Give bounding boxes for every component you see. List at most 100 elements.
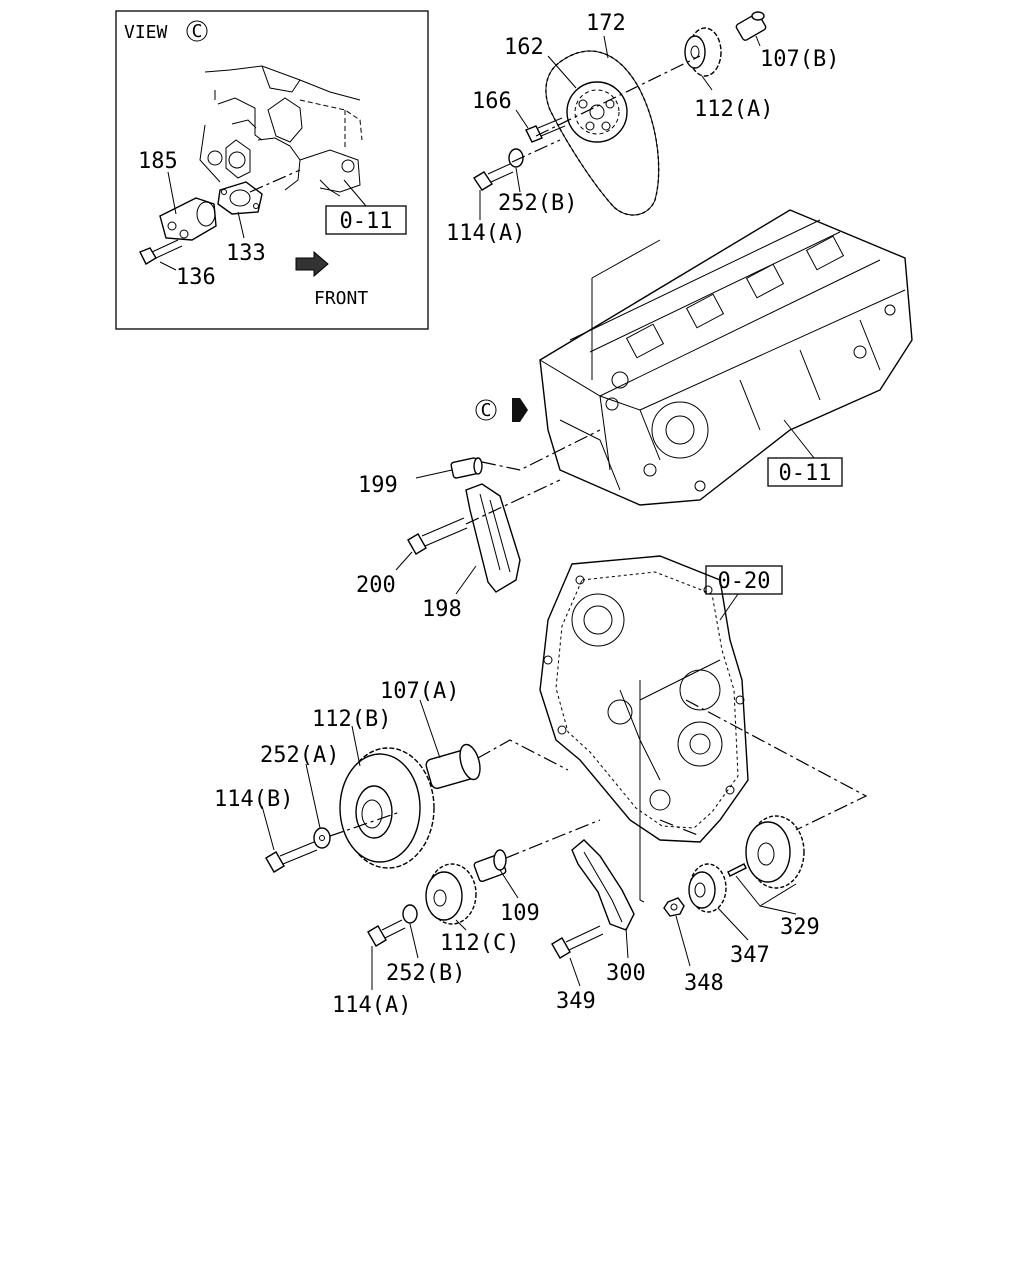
leader-162	[547, 55, 577, 89]
leader-136	[159, 261, 177, 271]
label-300: 300	[606, 961, 646, 986]
bolt-114a-top	[473, 163, 514, 191]
cover-ref-label[interactable]: 0-20	[718, 569, 771, 594]
label-200: 200	[356, 573, 396, 598]
leader-head-ref	[783, 419, 815, 459]
inset-view-circle	[186, 20, 208, 42]
cylinder-head	[539, 209, 913, 506]
leader-172	[603, 35, 609, 59]
bolt-349	[551, 925, 604, 959]
tensioner-shoe-300	[571, 839, 635, 931]
leader-109	[499, 869, 519, 899]
gear-112c	[425, 863, 477, 925]
label-198: 198	[422, 597, 462, 622]
inset-view-letter: C	[192, 21, 203, 42]
label-162: 162	[504, 35, 544, 60]
label-347: 347	[730, 943, 770, 968]
inset-gasket-133	[217, 181, 263, 215]
label-348: 348	[684, 971, 724, 996]
leader-199	[415, 469, 453, 479]
pin-axis-line	[481, 429, 601, 471]
label-252a: 252(A)	[260, 743, 339, 768]
label-252b-bot: 252(B)	[386, 961, 465, 986]
label-172: 172	[586, 11, 626, 36]
pin-199	[450, 457, 483, 479]
head-ref-box[interactable]	[767, 457, 843, 487]
leader-185	[167, 171, 177, 215]
label-107a: 107(A)	[380, 679, 459, 704]
label-329: 329	[780, 915, 820, 940]
bolt-200	[407, 517, 468, 555]
bolt-114b	[265, 841, 318, 873]
head-ref-label[interactable]: 0-11	[779, 461, 832, 486]
sprocket-162	[566, 81, 628, 143]
cover-ref-box[interactable]	[705, 565, 783, 595]
leader-114b	[261, 805, 275, 851]
leader-107b	[755, 35, 761, 47]
label-114b: 114(B)	[214, 787, 293, 812]
label-199: 199	[358, 473, 398, 498]
inset-engine-fragment	[199, 65, 363, 197]
leader-112c	[455, 919, 467, 931]
label-112a: 112(A)	[694, 97, 773, 122]
label-133: 133	[226, 241, 266, 266]
front-arrow-icon	[295, 250, 329, 278]
leader-cover-ref	[719, 593, 739, 621]
leader-198	[455, 565, 477, 595]
gear-112a	[684, 27, 722, 77]
inset-bolt-136	[139, 239, 183, 265]
axis-109	[505, 819, 601, 859]
leader-252b-bot	[409, 923, 419, 959]
bolt-166	[525, 117, 566, 143]
bushing-109	[473, 849, 507, 883]
washer-252b-top	[508, 148, 524, 168]
gear-112b	[339, 747, 435, 869]
view-c-marker[interactable]	[475, 399, 497, 421]
leader-348	[675, 915, 691, 967]
gear-347	[688, 863, 727, 913]
leader-252b-top	[515, 167, 521, 193]
leader-133	[237, 211, 245, 239]
axis-112b	[329, 811, 401, 837]
timing-cover-plate	[539, 555, 749, 843]
nut-348	[663, 897, 685, 917]
inset-ref-label[interactable]: 0-11	[340, 209, 393, 234]
inset-tensioner-185	[159, 197, 217, 241]
washer-252b-bot	[402, 904, 418, 924]
view-c-inset: VIEW C	[115, 10, 429, 330]
label-136: 136	[176, 265, 216, 290]
label-114a-top: 114(A)	[446, 221, 525, 246]
pin-329	[727, 863, 747, 877]
label-114a-bot: 114(A)	[332, 993, 411, 1018]
label-185: 185	[138, 149, 178, 174]
inset-ref-box[interactable]	[325, 205, 407, 235]
front-label: FRONT	[314, 288, 368, 309]
chain-axis-line-2	[511, 139, 561, 163]
washer-252a	[313, 827, 331, 849]
leader-252a	[305, 763, 321, 829]
leader-107a	[419, 699, 441, 759]
axis-329	[685, 699, 868, 831]
label-112b: 112(B)	[312, 707, 391, 732]
label-349: 349	[556, 989, 596, 1014]
leader-347	[717, 907, 749, 941]
gear-329	[745, 815, 805, 889]
axis-107a	[477, 739, 569, 771]
label-252b-top: 252(B)	[498, 191, 577, 216]
axis-347	[659, 819, 701, 837]
chain-axis-line	[535, 55, 701, 137]
leader-166	[515, 109, 529, 129]
leader-349	[569, 957, 581, 987]
cover-drop-line	[639, 680, 645, 903]
guide-axis-line	[465, 479, 561, 525]
label-107b: 107(B)	[760, 47, 839, 72]
label-166: 166	[472, 89, 512, 114]
leader-112a	[701, 75, 713, 91]
chain-to-head-leader	[591, 239, 661, 380]
inset-frame	[115, 10, 429, 330]
inset-align-line	[249, 169, 301, 193]
view-c-marker-letter: C	[481, 400, 492, 421]
bushing-107a	[425, 743, 481, 790]
